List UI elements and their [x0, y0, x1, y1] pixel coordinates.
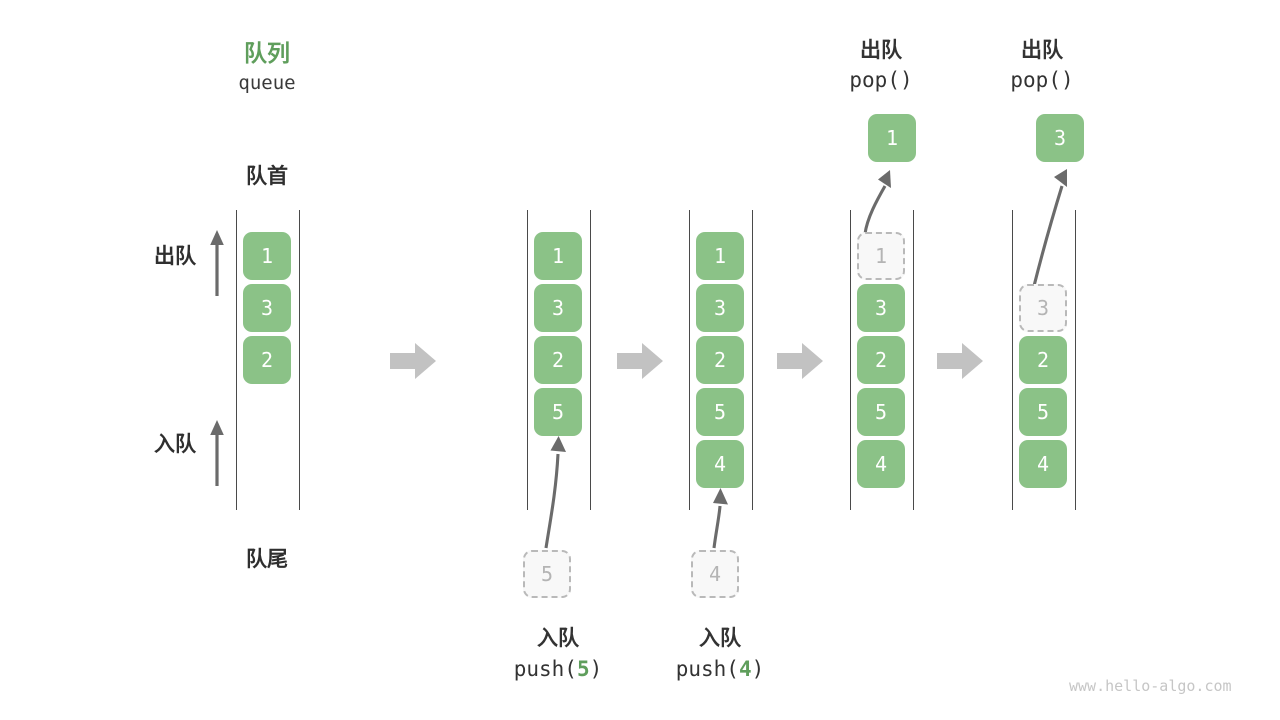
rail-left-stage-2: [527, 210, 529, 510]
stage-header-cn: 出队: [1021, 39, 1063, 62]
stage-header-code: pop(): [849, 68, 913, 92]
caption-code-prefix: push(: [513, 657, 577, 681]
queue-cell: 2: [534, 336, 582, 384]
queue-cell: 1: [696, 232, 744, 280]
queue-cell: 5: [1019, 388, 1067, 436]
queue-cell-new: 5: [534, 388, 582, 436]
caption-code-value: 4: [738, 657, 752, 681]
stage-connector-arrow: [617, 343, 663, 379]
push-arrow: [712, 488, 728, 549]
incoming-element-ghost: 4: [691, 550, 739, 598]
stage-connector-arrow: [777, 343, 823, 379]
queue-cell: 5: [857, 388, 905, 436]
stage-caption-cn: 入队: [699, 627, 741, 650]
pop-arrow: [1032, 169, 1067, 287]
stage-caption-code: push(4): [640, 657, 800, 681]
rail-right-stage-4: [913, 210, 915, 510]
rail-left-stage-1: [236, 210, 238, 510]
rail-left-stage-3: [689, 210, 691, 510]
push-arrow: [544, 436, 566, 549]
queue-cell: 2: [696, 336, 744, 384]
dequeue-label: 出队: [154, 245, 196, 268]
watermark: www.hello-algo.com: [1069, 677, 1232, 695]
queue-cell: 3: [857, 284, 905, 332]
rear-label: 队尾: [246, 548, 288, 571]
front-label: 队首: [246, 165, 288, 188]
queue-cell: 1: [534, 232, 582, 280]
caption-code-suffix: ): [589, 657, 603, 681]
queue-cell: 3: [534, 284, 582, 332]
stage-connector-arrow: [390, 343, 436, 379]
queue-cell: 1: [243, 232, 291, 280]
stage-header-cn: 出队: [860, 39, 902, 62]
caption-code-suffix: ): [751, 657, 765, 681]
queue-cell-new: 4: [696, 440, 744, 488]
incoming-element-ghost: 5: [523, 550, 571, 598]
queue-cell-removed: 3: [1019, 284, 1067, 332]
rail-left-stage-5: [1012, 210, 1014, 510]
enqueue-label: 入队: [154, 433, 196, 456]
queue-cell: 4: [1019, 440, 1067, 488]
queue-cell: 4: [857, 440, 905, 488]
stage-caption-code: push(5): [478, 657, 638, 681]
pop-arrow: [863, 170, 891, 235]
dequeue-direction-arrow: [210, 230, 224, 296]
stage-caption-cn: 入队: [537, 627, 579, 650]
queue-cell: 2: [857, 336, 905, 384]
stage-connector-arrow: [937, 343, 983, 379]
popped-element: 3: [1036, 114, 1084, 162]
caption-code-value: 5: [576, 657, 590, 681]
rail-left-stage-4: [850, 210, 852, 510]
stage-header-code: pop(): [1010, 68, 1074, 92]
popped-element: 1: [868, 114, 916, 162]
queue-cell-removed: 1: [857, 232, 905, 280]
caption-code-prefix: push(: [675, 657, 739, 681]
rail-right-stage-5: [1075, 210, 1077, 510]
rail-right-stage-2: [590, 210, 592, 510]
enqueue-direction-arrow: [210, 420, 224, 486]
queue-title-code: queue: [238, 72, 296, 94]
queue-cell: 5: [696, 388, 744, 436]
queue-cell: 2: [1019, 336, 1067, 384]
rail-right-stage-1: [299, 210, 301, 510]
queue-title-cn: 队列: [244, 40, 290, 66]
queue-cell: 3: [696, 284, 744, 332]
queue-cell: 3: [243, 284, 291, 332]
queue-cell: 2: [243, 336, 291, 384]
rail-right-stage-3: [752, 210, 754, 510]
